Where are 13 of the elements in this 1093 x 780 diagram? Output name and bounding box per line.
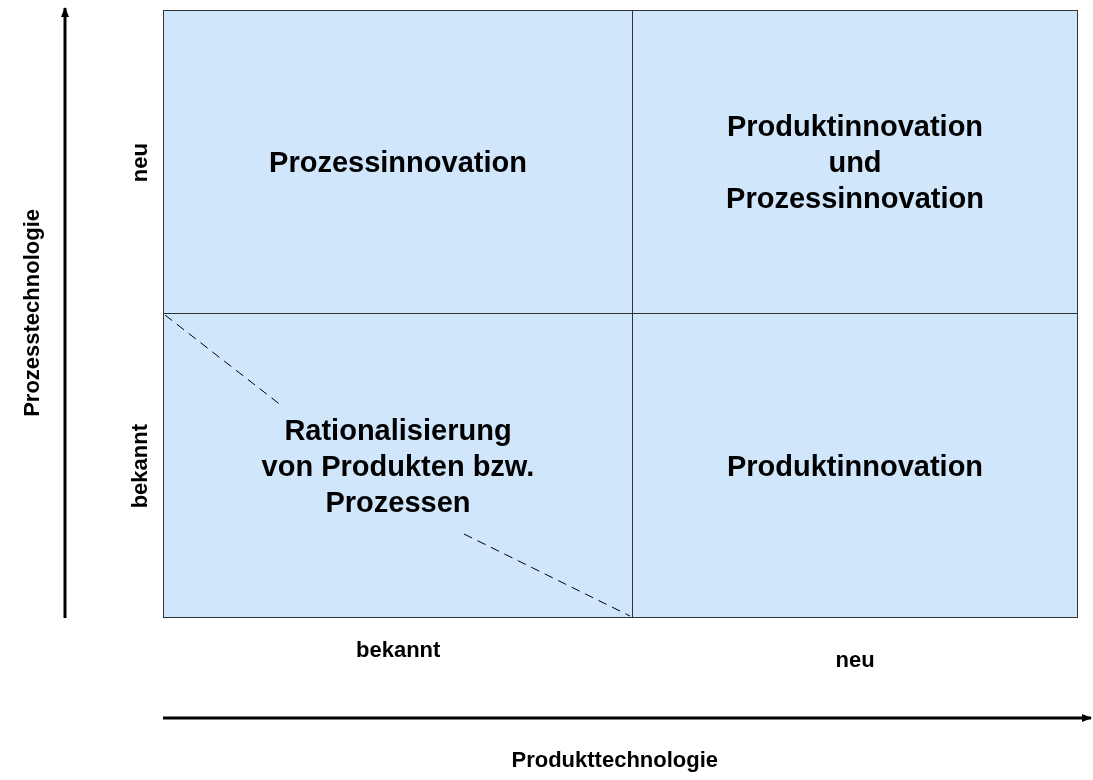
axis-tick-label: bekannt — [356, 637, 441, 663]
axis-title: Prozesstechnologie — [19, 209, 45, 417]
quadrant-box — [163, 10, 633, 314]
quadrant-title: Produktinnovation und Prozessinnovation — [725, 109, 985, 216]
quadrant-box — [632, 313, 1078, 618]
quadrant-box — [632, 10, 1078, 314]
axis-tick-label: neu — [835, 647, 875, 673]
quadrant-title: Produktinnovation — [726, 448, 984, 484]
axis-tick-label: neu — [127, 142, 153, 182]
axis-tick-label: bekannt — [127, 424, 153, 509]
quadrant-title: Rationalisierung von Produkten bzw. Prozessen — [260, 412, 536, 520]
axis-title: Produkttechnologie — [511, 747, 719, 773]
quadrant-title: Prozessinnovation — [269, 145, 527, 180]
